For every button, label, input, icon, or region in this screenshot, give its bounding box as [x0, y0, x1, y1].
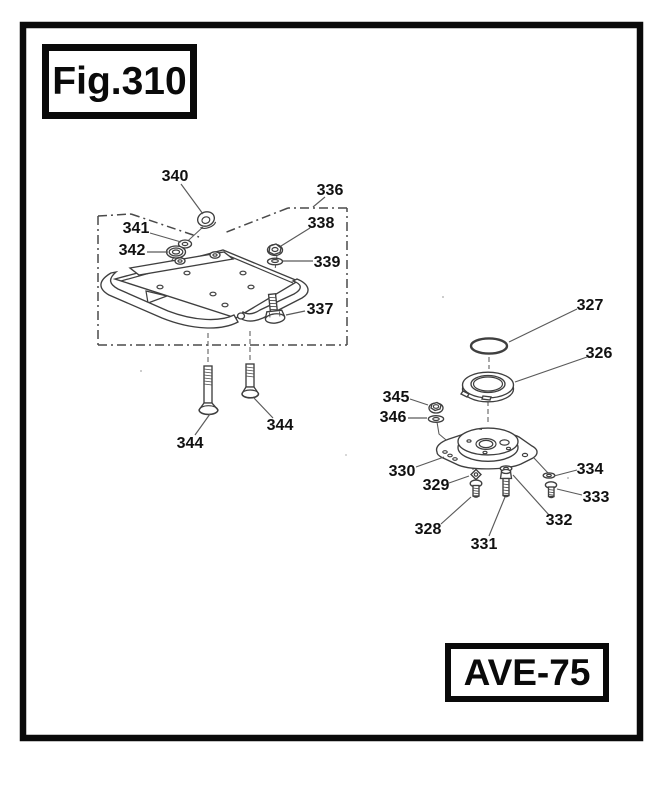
- bearing-housing-assembly-drawing: [427, 337, 558, 499]
- part-333-bolt: [544, 481, 558, 499]
- part-label-336: 336: [317, 182, 344, 199]
- scan-speckles: [140, 296, 569, 479]
- part-label-333: 333: [583, 489, 610, 506]
- part-label-342: 342: [119, 242, 146, 259]
- part-344-bolt-right: [241, 363, 260, 399]
- part-341-washer: [177, 239, 193, 249]
- part-label-326: 326: [586, 345, 613, 362]
- figure-number-box: Fig.310: [42, 44, 197, 119]
- part-342-grommet: [165, 245, 187, 259]
- part-338-nut: [266, 243, 284, 257]
- part-329-washer: [470, 468, 482, 481]
- part-label-330: 330: [389, 463, 416, 480]
- model-number-label: AVE-75: [463, 651, 591, 693]
- leader-340: [180, 183, 204, 215]
- leader-331: [488, 496, 506, 537]
- leader-lines: [147, 183, 588, 537]
- part-337-bolt: [264, 293, 286, 324]
- part-label-339: 339: [314, 254, 341, 271]
- phantom-boundary-box: [97, 207, 348, 346]
- leader-336: [312, 196, 326, 208]
- part-343-base-plate: [100, 249, 309, 329]
- part-331-bolt: [499, 468, 513, 498]
- part-label-334: 334: [577, 461, 604, 478]
- part-328-bolt: [469, 479, 483, 498]
- part-345-nut: [428, 401, 444, 414]
- part-326-flange-ring: [460, 371, 515, 403]
- leader-344-left: [194, 413, 211, 436]
- part-number-labels: 340 336 341 342 338 339 337 344 344 327 …: [119, 168, 613, 553]
- part-339-washer: [266, 257, 284, 266]
- leader-326: [514, 356, 588, 383]
- leader-328: [440, 496, 472, 525]
- part-344-bolt-left: [198, 365, 219, 416]
- figure-number-label: Fig.310: [52, 59, 187, 103]
- leader-345: [409, 398, 429, 406]
- part-label-345: 345: [383, 389, 410, 406]
- part-label-327: 327: [577, 297, 604, 314]
- part-327-o-ring: [469, 337, 509, 355]
- page-frame: [19, 21, 644, 742]
- part-label-344-left: 344: [177, 435, 204, 452]
- part-label-329: 329: [423, 477, 450, 494]
- leader-329: [448, 475, 470, 484]
- part-346-washer: [427, 415, 445, 423]
- part-label-344-right: 344: [267, 417, 294, 434]
- leader-332: [512, 474, 550, 516]
- model-number-box: AVE-75: [445, 643, 609, 702]
- part-label-328: 328: [415, 521, 442, 538]
- leader-334: [553, 469, 578, 477]
- part-label-331: 331: [471, 536, 498, 553]
- leader-333: [556, 488, 583, 496]
- leader-341: [149, 232, 182, 243]
- part-label-338: 338: [308, 215, 335, 232]
- axis-line-330-334: [533, 457, 549, 474]
- leader-337: [285, 310, 306, 316]
- part-334-washer: [542, 472, 556, 479]
- part-label-337: 337: [307, 301, 334, 318]
- base-plate-assembly-drawing: [97, 207, 348, 416]
- part-label-341: 341: [123, 220, 150, 237]
- leader-327: [508, 308, 578, 343]
- leader-330: [415, 456, 445, 468]
- part-330-bracket-housing: [435, 427, 538, 470]
- leader-338: [280, 227, 311, 247]
- part-label-346: 346: [380, 409, 407, 426]
- part-label-340: 340: [162, 168, 189, 185]
- leader-344-right: [253, 397, 274, 419]
- part-340-grommet: [196, 211, 217, 229]
- part-label-332: 332: [546, 512, 573, 529]
